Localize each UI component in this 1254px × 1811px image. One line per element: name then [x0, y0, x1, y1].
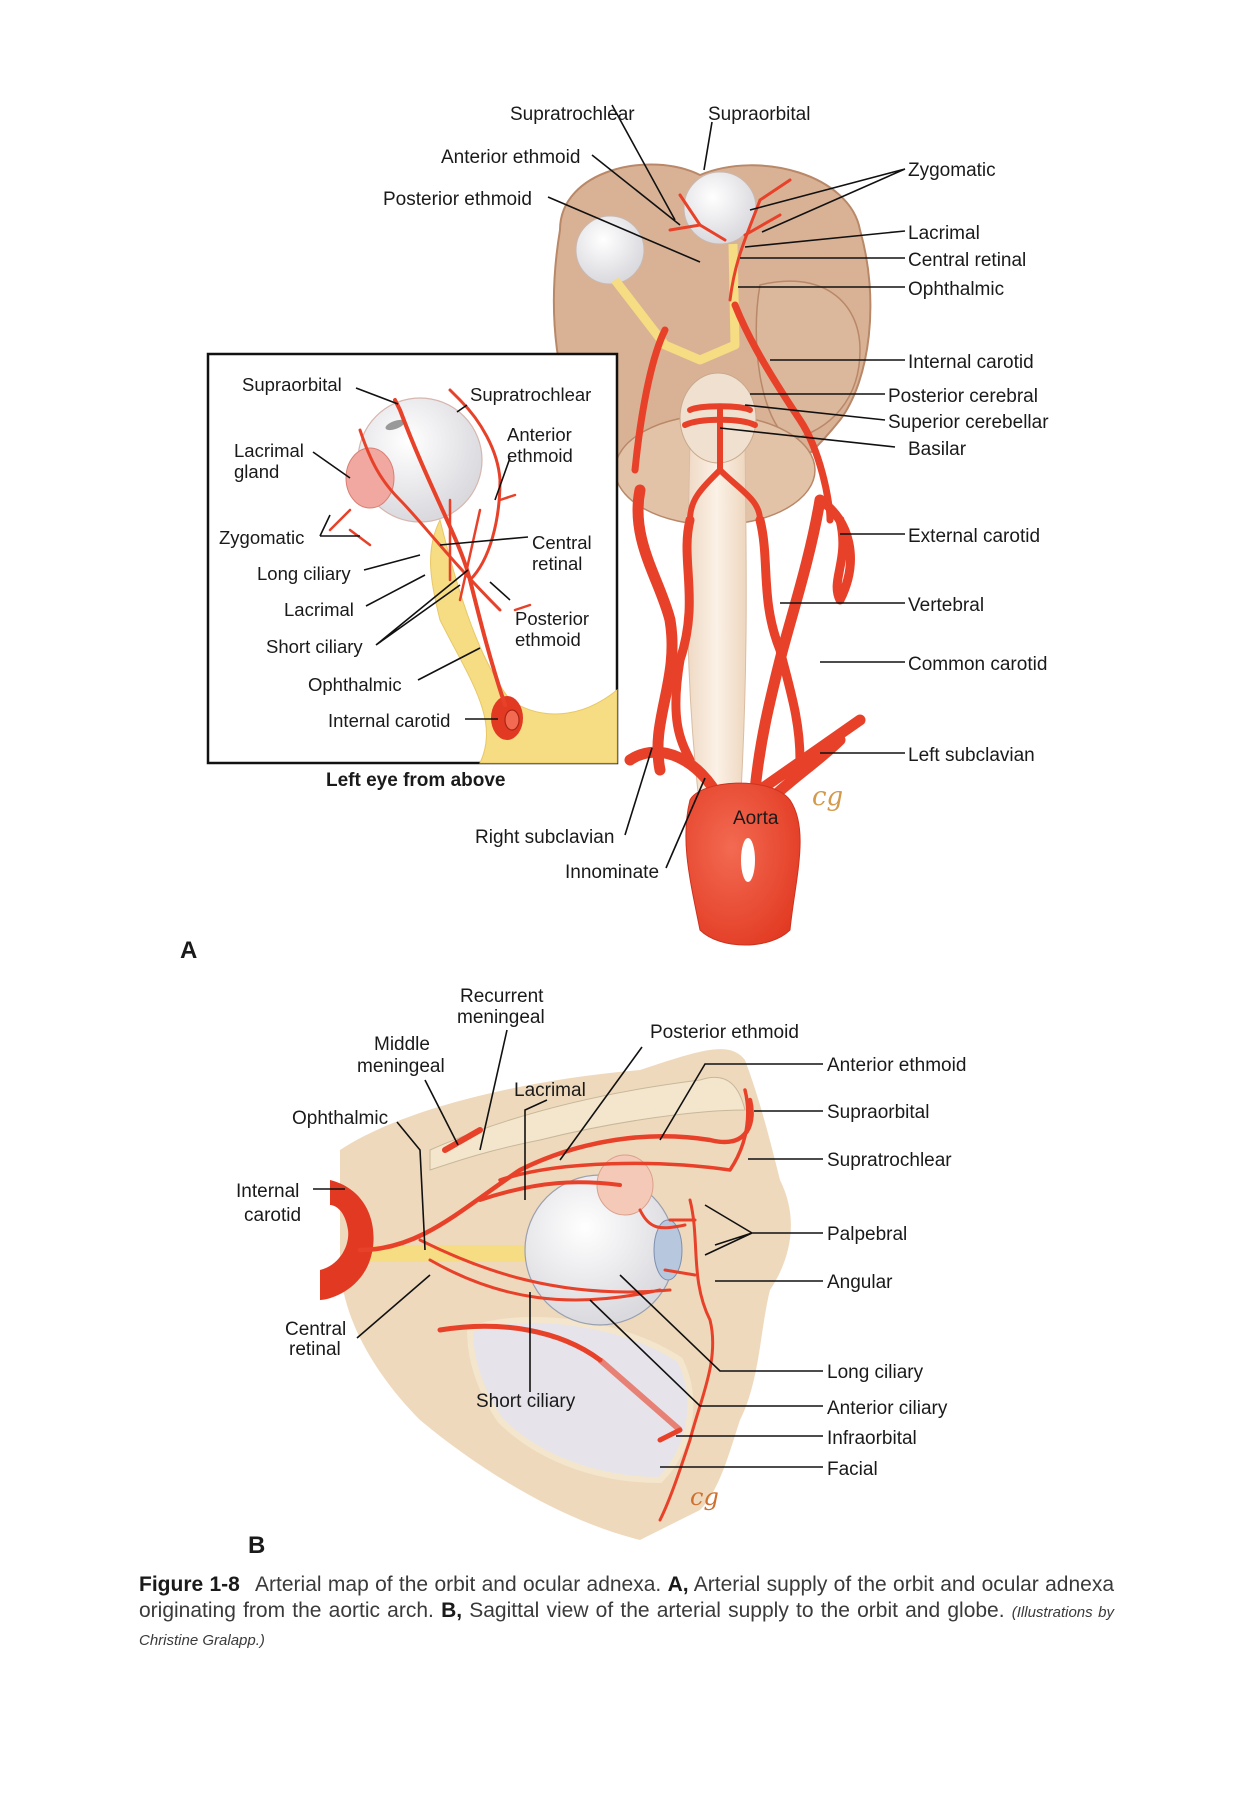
- b-label-recurrent-meningeal-line1: Recurrent: [460, 986, 544, 1007]
- label-common-carotid: Common carotid: [908, 654, 1047, 675]
- label-posterior-ethmoid: Posterior ethmoid: [383, 189, 532, 210]
- artist-signature-a: cg: [812, 782, 843, 812]
- orbital-roof-bone: [429, 1076, 746, 1171]
- label-supraorbital: Supraorbital: [708, 104, 810, 125]
- panel-a-drawing: cg: [552, 163, 872, 946]
- b-lacrimal-gland: [596, 1154, 654, 1216]
- b-label-ophthalmic: Ophthalmic: [292, 1108, 388, 1129]
- b-label-internal-carotid-line2: carotid: [244, 1205, 301, 1226]
- panel-a-leaders: [547, 104, 906, 869]
- b-internal-carotid: [320, 1180, 374, 1300]
- b-label-angular: Angular: [827, 1272, 893, 1293]
- label-ophthalmic: Ophthalmic: [908, 279, 1004, 300]
- inset-optic-nerve: [430, 518, 618, 764]
- panel-a-letter: A: [180, 937, 197, 964]
- b-label-long-ciliary: Long ciliary: [827, 1362, 924, 1383]
- b-label-recurrent-meningeal-line2: meningeal: [457, 1007, 545, 1028]
- panel-b-letter: B: [248, 1532, 265, 1559]
- inset-title: Left eye from above: [326, 770, 506, 791]
- b-label-internal-carotid-line1: Internal: [236, 1181, 299, 1202]
- label-internal-carotid: Internal carotid: [908, 352, 1034, 373]
- inset-lacrimal-gland: [345, 447, 395, 509]
- b-label-supraorbital: Supraorbital: [827, 1102, 929, 1123]
- caption-text-2: Arterial supply of the orbit and ocular …: [139, 1573, 1115, 1622]
- inset-label-internal-carotid: Internal carotid: [328, 710, 450, 731]
- maxillary-sinus: [466, 1317, 694, 1484]
- label-left-subclavian: Left subclavian: [908, 745, 1035, 766]
- b-label-lacrimal: Lacrimal: [514, 1080, 586, 1101]
- caption-text-3: Sagittal view of the arterial supply to …: [469, 1599, 1005, 1622]
- label-innominate: Innominate: [565, 862, 659, 883]
- label-basilar: Basilar: [908, 439, 967, 460]
- inset-label-lacrimal-gland-line2: gland: [234, 461, 279, 482]
- spinal-cord: [687, 419, 747, 811]
- label-lacrimal: Lacrimal: [908, 223, 980, 244]
- b-label-facial: Facial: [827, 1459, 878, 1480]
- b-label-central-retinal-line1: Central: [285, 1319, 346, 1340]
- figure-number: Figure 1-8: [139, 1573, 240, 1596]
- inset-label-anterior-ethmoid-line2: ethmoid: [507, 445, 573, 466]
- label-anterior-ethmoid: Anterior ethmoid: [441, 147, 580, 168]
- label-superior-cerebellar: Superior cerebellar: [888, 412, 1049, 433]
- inset-label-long-ciliary: Long ciliary: [257, 563, 351, 584]
- inset-labels: Supraorbital Supratrochlear Lacrimal gla…: [219, 374, 592, 791]
- panel-b-drawing: cg: [320, 1049, 791, 1540]
- inset-label-supraorbital: Supraorbital: [242, 374, 342, 395]
- b-label-central-retinal-line2: retinal: [289, 1339, 341, 1360]
- label-supratrochlear: Supratrochlear: [510, 104, 635, 125]
- inset-label-posterior-ethmoid-line2: ethmoid: [515, 629, 581, 650]
- b-label-short-ciliary: Short ciliary: [476, 1391, 576, 1412]
- b-label-middle-meningeal-line2: meningeal: [357, 1056, 445, 1077]
- inset-label-central-retinal-line2: retinal: [532, 553, 582, 574]
- b-label-infraorbital: Infraorbital: [827, 1428, 917, 1449]
- panel-b-leaders: [313, 1029, 823, 1468]
- label-right-subclavian: Right subclavian: [475, 827, 614, 848]
- label-central-retinal: Central retinal: [908, 250, 1026, 271]
- inset-label-anterior-ethmoid-line1: Anterior: [507, 424, 572, 445]
- b-label-posterior-ethmoid: Posterior ethmoid: [650, 1022, 799, 1043]
- inset-label-supratrochlear: Supratrochlear: [470, 384, 591, 405]
- figure-caption: Figure 1-8 Arterial map of the orbit and…: [139, 1572, 1114, 1654]
- panel-a-labels: Supratrochlear Supraorbital Anterior eth…: [180, 104, 1049, 964]
- inset-label-lacrimal: Lacrimal: [284, 599, 354, 620]
- inset-label-ophthalmic: Ophthalmic: [308, 674, 402, 695]
- inset-label-short-ciliary: Short ciliary: [266, 636, 363, 657]
- inset-label-zygomatic: Zygomatic: [219, 527, 304, 548]
- artist-signature-b: cg: [690, 1483, 719, 1511]
- caption-credit: (Illustrations by Christine Gralapp.): [139, 1604, 1114, 1649]
- inset-label-posterior-ethmoid-line1: Posterior: [515, 608, 589, 629]
- panel-b-labels: Recurrent meningeal Middle meningeal Pos…: [236, 986, 966, 1559]
- b-label-supratrochlear: Supratrochlear: [827, 1150, 952, 1171]
- inset-left-eye: [206, 352, 619, 765]
- b-optic-nerve: [370, 1245, 540, 1262]
- inset-label-central-retinal-line1: Central: [532, 532, 592, 553]
- b-cornea: [653, 1219, 683, 1281]
- label-zygomatic: Zygomatic: [908, 160, 996, 181]
- label-aorta: Aorta: [733, 808, 779, 829]
- caption-marker-a: A,: [667, 1573, 689, 1596]
- b-label-middle-meningeal-line1: Middle: [374, 1034, 430, 1055]
- b-label-anterior-ciliary: Anterior ciliary: [827, 1398, 948, 1419]
- b-label-anterior-ethmoid: Anterior ethmoid: [827, 1055, 966, 1076]
- b-label-palpebral: Palpebral: [827, 1224, 907, 1245]
- inset-label-lacrimal-gland-line1: Lacrimal: [234, 440, 304, 461]
- caption-marker-b: B,: [441, 1599, 463, 1622]
- caption-text-1: Arterial map of the orbit and ocular adn…: [255, 1573, 662, 1596]
- label-posterior-cerebral: Posterior cerebral: [888, 386, 1038, 407]
- left-globe: [575, 215, 645, 285]
- label-vertebral: Vertebral: [908, 595, 984, 616]
- label-external-carotid: External carotid: [908, 526, 1040, 547]
